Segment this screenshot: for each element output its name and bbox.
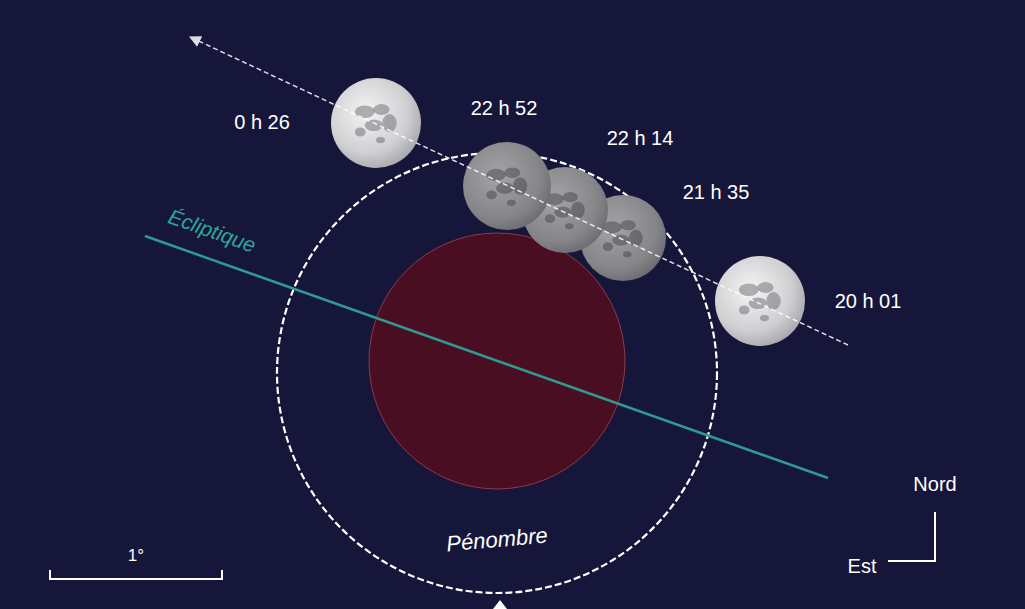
- scale-bar: [50, 570, 222, 579]
- compass-east: Est: [848, 555, 877, 578]
- moon-phases: [331, 78, 805, 346]
- time-label: 0 h 26: [234, 111, 290, 134]
- compass: [888, 512, 935, 561]
- scale-label: 1°: [128, 546, 144, 566]
- time-label: 20 h 01: [835, 290, 902, 313]
- center-marker: [493, 600, 507, 609]
- region-label: Pénombre: [275, 508, 720, 573]
- ecliptic-label: Écliptique: [165, 204, 259, 257]
- moon-path: [190, 37, 848, 345]
- time-label: 22 h 14: [607, 127, 674, 150]
- compass-north: Nord: [913, 473, 956, 496]
- time-label: 21 h 35: [683, 181, 750, 204]
- moon-disc: [715, 256, 805, 346]
- moon-disc: [331, 78, 421, 168]
- ecliptic-line: [145, 236, 828, 478]
- time-label: 22 h 52: [471, 97, 538, 120]
- penumbra-circle: Pénombre: [275, 151, 719, 595]
